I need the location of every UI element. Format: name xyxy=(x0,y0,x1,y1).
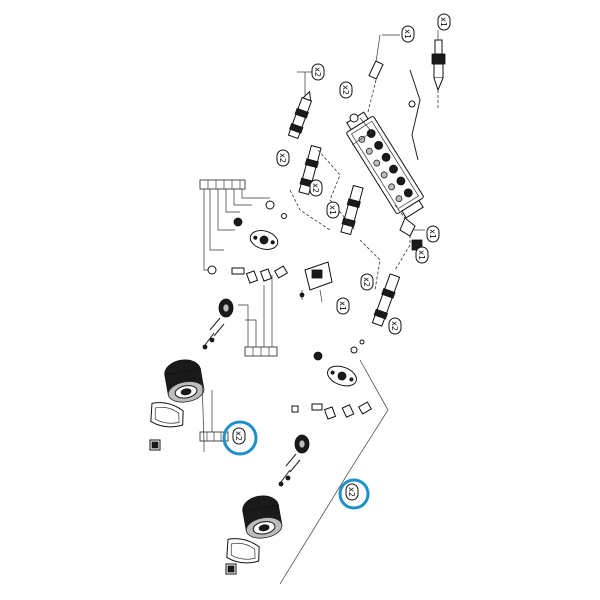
callout-11: x1 xyxy=(428,229,437,239)
solenoid-valve-lower-a xyxy=(298,144,322,196)
highlight-markers xyxy=(222,420,370,510)
connector-11 xyxy=(399,217,425,237)
callout-valve-b: x2 xyxy=(311,183,320,193)
callout-block-top: x2 xyxy=(341,85,350,95)
gasket-left xyxy=(150,402,184,428)
gasket-right xyxy=(226,538,260,564)
gear-pump-left xyxy=(164,359,205,403)
sensor-fitting-28 xyxy=(431,30,446,108)
studs-right xyxy=(278,453,301,487)
callout-valve-c: x1 xyxy=(328,205,337,215)
callout-valve-a: x2 xyxy=(278,153,287,163)
highlight-circle-left xyxy=(222,420,258,456)
solenoid-valve-right xyxy=(371,273,401,327)
valve-block-assembly xyxy=(346,69,424,219)
solenoid-valve-lower-b xyxy=(340,184,364,236)
callout-30: x2 xyxy=(313,67,322,77)
highlight-circle-right xyxy=(338,478,370,510)
callout-32-right: x2 xyxy=(347,487,356,497)
right-pump-group xyxy=(225,339,389,585)
callout-32-left: x2 xyxy=(234,431,243,441)
callout-labels: x1 x1 x2 x2 x2 x2 x1 x1 xyxy=(232,13,451,501)
callout-9: x1 xyxy=(417,250,426,260)
sensor-fitting-29 xyxy=(367,34,400,113)
studs-left xyxy=(202,317,225,350)
callout-29: x1 xyxy=(403,29,412,39)
callout-28: x1 xyxy=(439,17,448,27)
callout-valve-d: x2 xyxy=(362,277,371,287)
callout-valve-e: x2 xyxy=(390,321,399,331)
solenoid-valve-30 xyxy=(287,71,313,140)
left-pump-group xyxy=(149,179,289,452)
bracket-31 xyxy=(299,261,333,303)
callout-31: x1 xyxy=(338,301,347,311)
gear-pump-right xyxy=(242,495,283,539)
